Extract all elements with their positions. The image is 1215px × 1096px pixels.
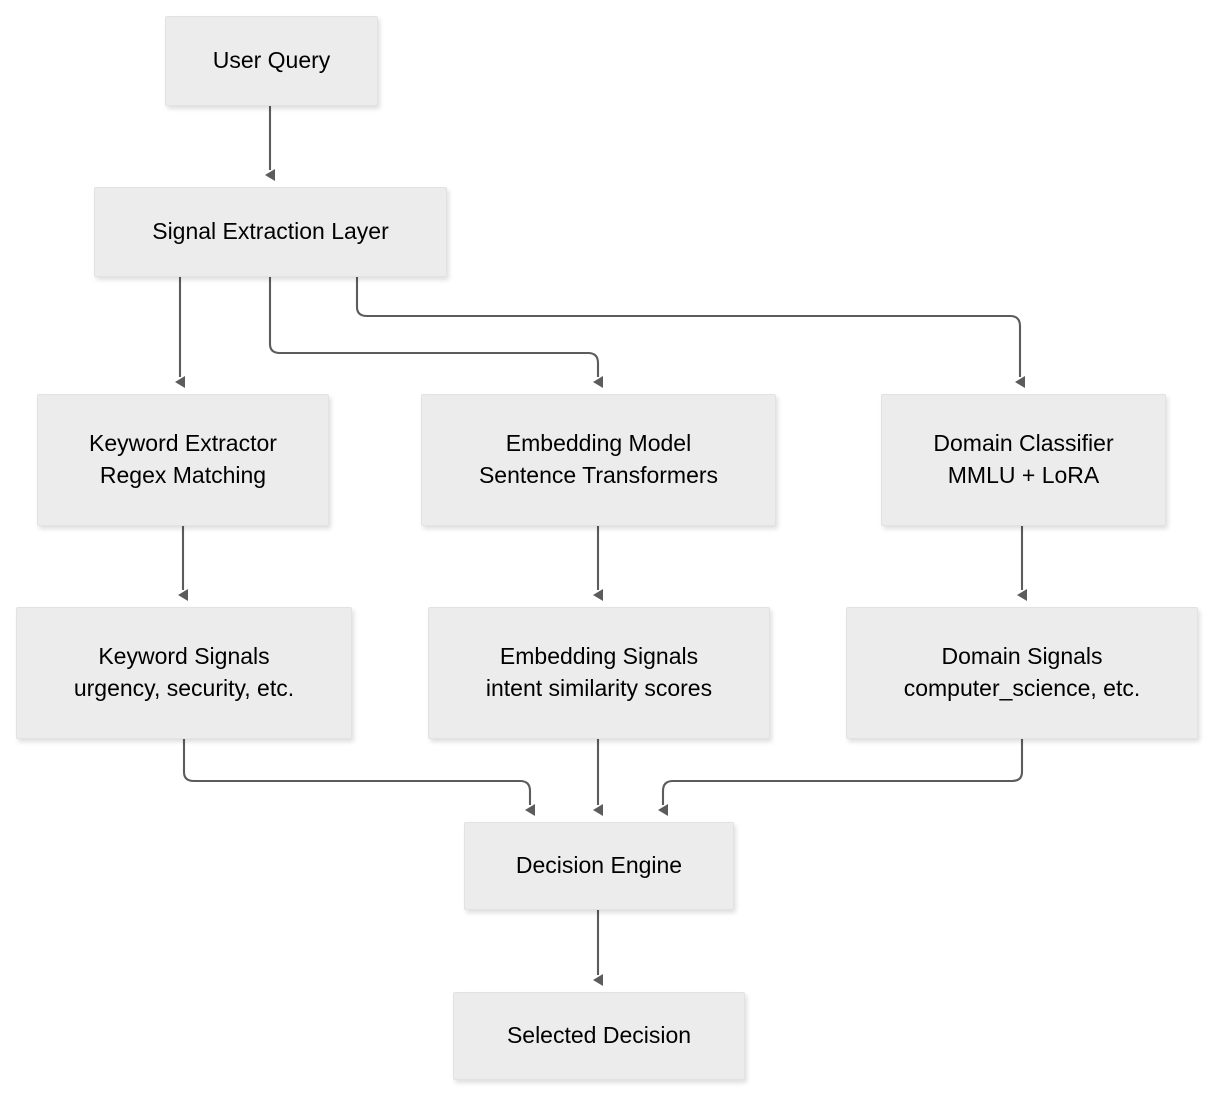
node-selected-decision-label: Selected Decision [506, 1022, 692, 1049]
node-keyword-signals[interactable]: Keyword Signals urgency, security, etc. [16, 607, 352, 739]
node-embedding-model-label: Embedding Model [505, 430, 692, 457]
node-user-query[interactable]: User Query [165, 16, 378, 106]
node-domain-signals-sublabel: computer_science, etc. [903, 675, 1141, 701]
node-signal-extraction-layer[interactable]: Signal Extraction Layer [94, 187, 447, 277]
edge-signal-extraction-to-domain-classifier [355, 277, 1025, 388]
node-embedding-signals-label: Embedding Signals [499, 643, 699, 670]
node-domain-classifier[interactable]: Domain Classifier MMLU + LoRA [881, 394, 1166, 526]
node-keyword-extractor-sublabel: Regex Matching [99, 462, 267, 488]
node-embedding-model-sublabel: Sentence Transformers [478, 462, 719, 488]
node-embedding-model[interactable]: Embedding Model Sentence Transformers [421, 394, 776, 526]
node-signal-extraction-layer-label: Signal Extraction Layer [152, 218, 389, 245]
node-embedding-signals-sublabel: intent similarity scores [485, 675, 713, 701]
edge-domain-signals-to-decision-engine [658, 739, 1024, 816]
node-user-query-label: User Query [212, 47, 331, 74]
node-selected-decision[interactable]: Selected Decision [453, 992, 745, 1080]
node-domain-classifier-label: Domain Classifier [933, 430, 1114, 457]
node-embedding-signals[interactable]: Embedding Signals intent similarity scor… [428, 607, 770, 739]
node-keyword-extractor-label: Keyword Extractor [89, 430, 277, 457]
node-decision-engine-label: Decision Engine [515, 852, 683, 879]
node-domain-signals-label: Domain Signals [941, 643, 1103, 670]
node-domain-classifier-sublabel: MMLU + LoRA [947, 462, 1100, 488]
node-domain-signals[interactable]: Domain Signals computer_science, etc. [846, 607, 1198, 739]
edge-signal-extraction-to-embedding-model [268, 277, 603, 388]
edge-keyword-signals-to-decision-engine [182, 739, 535, 816]
node-keyword-extractor[interactable]: Keyword Extractor Regex Matching [37, 394, 329, 526]
node-keyword-signals-sublabel: urgency, security, etc. [73, 675, 295, 701]
node-keyword-signals-label: Keyword Signals [98, 643, 270, 670]
node-decision-engine[interactable]: Decision Engine [464, 822, 734, 910]
